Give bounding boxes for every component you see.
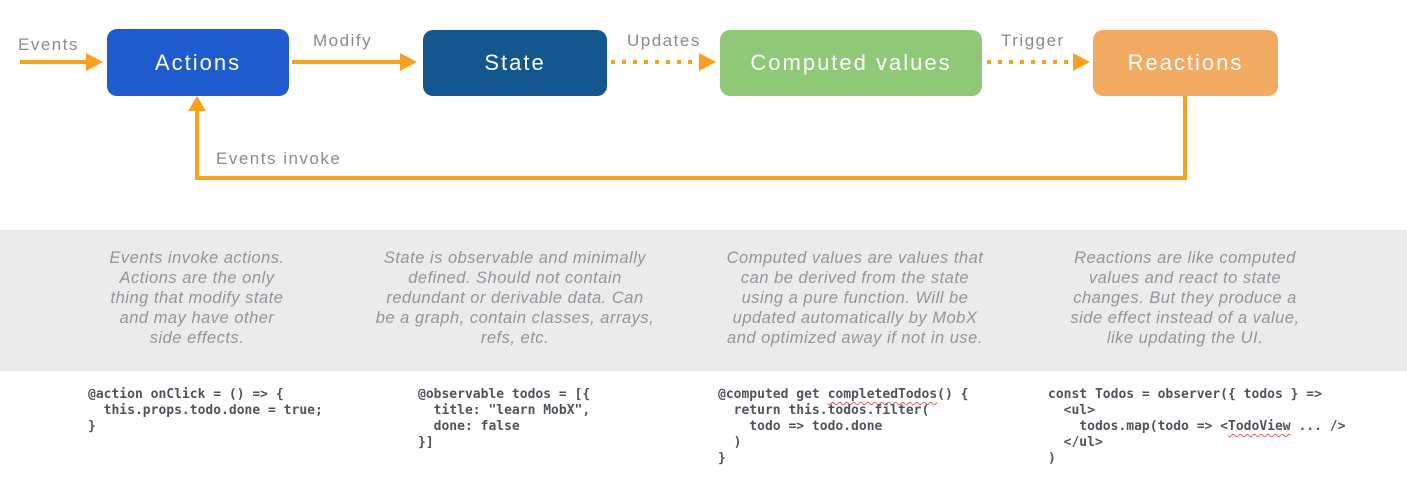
flow-node-actions-label: Actions (154, 49, 242, 75)
label-events-invoke: Events invoke (216, 149, 342, 168)
code-snippet-observer: const Todos = observer({ todos } => <ul>… (1048, 387, 1345, 467)
arrowhead-up-icon (188, 96, 206, 111)
flow-node-computed-values: Computed values (720, 30, 982, 96)
code-observer-squiggle-word: TodoView (1228, 419, 1291, 434)
arrow-state-to-computed-dotted (611, 60, 699, 64)
flow-node-state-label: State (484, 50, 546, 75)
label-modify: Modify (313, 31, 373, 50)
flow-node-computed-values-label: Computed values (750, 50, 952, 75)
flow-node-reactions-label: Reactions (1127, 50, 1244, 75)
arrowhead-right-icon (699, 53, 716, 71)
code-observer-post: ... /> </ul> ) (1048, 419, 1346, 466)
flow-node-state: State (423, 30, 607, 96)
arrow-actions-to-state (292, 60, 402, 64)
label-trigger: Trigger (1001, 31, 1065, 50)
code-computed-squiggle-word: completedTodos (827, 387, 938, 402)
flow-node-actions: Actions (107, 29, 289, 96)
code-snippet-observable: @observable todos = [{ title: "learn Mob… (418, 387, 591, 450)
code-snippet-computed: @computed get completedTodos() { return … (718, 387, 968, 467)
code-computed-post: () { return this.todos.filter( todo => t… (718, 387, 969, 466)
flow-node-reactions: Reactions (1093, 30, 1278, 96)
arrowhead-right-icon (400, 53, 417, 71)
arrow-computed-to-reactions-dotted (987, 60, 1073, 64)
arrow-events-to-actions (20, 60, 88, 64)
arrowhead-right-icon (86, 53, 103, 71)
code-snippet-action: @action onClick = () => { this.props.tod… (88, 387, 323, 434)
code-computed-pre: @computed get (718, 387, 828, 402)
feedback-line-bottom-horizontal (195, 176, 1187, 180)
description-state: State is observable and minimally define… (375, 249, 655, 347)
label-updates: Updates (627, 31, 701, 50)
feedback-line-right-vertical (1183, 95, 1187, 180)
description-computed-values: Computed values are values that can be d… (726, 249, 984, 347)
description-actions: Events invoke actions. Actions are the o… (109, 249, 285, 347)
label-events: Events (18, 35, 79, 54)
code-observer-pre: const Todos = observer({ todos } => <ul>… (1048, 387, 1322, 434)
description-reactions: Reactions are like computed values and r… (1070, 249, 1300, 347)
description-band (0, 230, 1407, 371)
feedback-line-left-vertical (195, 110, 199, 180)
arrowhead-right-icon (1073, 53, 1090, 71)
